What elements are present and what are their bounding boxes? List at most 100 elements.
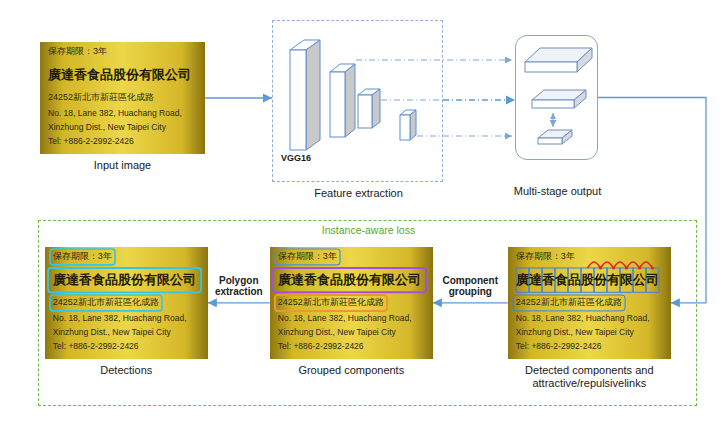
edge-label-wrap: Polygon extraction xyxy=(208,275,270,298)
can-surface xyxy=(270,247,433,359)
detection-polygon xyxy=(48,268,201,292)
component-box xyxy=(513,295,625,311)
label-wrap: 保存期限：3年 xyxy=(48,47,107,57)
label-wrap: No. 18, Lane 382, Huachang Road, xyxy=(53,314,187,323)
label-wrap: Xinzhung Dist., New Taipei City xyxy=(516,328,634,337)
product-text: Tel: +886-2-2992-2426 xyxy=(278,342,364,351)
attractive-link xyxy=(626,262,639,268)
product-text: 廣達香食品股份有限公司 xyxy=(278,273,421,287)
feature-line xyxy=(417,136,512,137)
group-outline xyxy=(275,295,387,311)
product-text: Xinzhung Dist., New Taipei City xyxy=(516,328,634,337)
caption-wrap: Multi-stage output xyxy=(514,185,601,198)
attractive-link xyxy=(613,262,626,268)
product-text: Tel: +886-2-2992-2426 xyxy=(516,342,602,351)
product-text: No. 18, Lane 382, Huachang Road, xyxy=(48,109,182,118)
caption-wrap: Instance-aware loss xyxy=(322,224,415,237)
caption-wrap: Feature extraction xyxy=(314,187,403,200)
label-wrap: Xinzhung Dist., New Taipei City xyxy=(278,328,396,337)
product-text: 24252新北市新莊區化成路 xyxy=(53,298,159,308)
product-text: No. 18, Lane 382, Huachang Road, xyxy=(516,314,650,323)
loss-region: Detections 保存期限：3年廣達香食品股份有限公司 24252新北市新莊區化… xyxy=(38,220,697,406)
product-text: 保存期限：3年 xyxy=(516,252,575,262)
product-text: Xinzhung Dist., New Taipei City xyxy=(53,328,171,337)
feature-box: Feature extractionVGG16 xyxy=(272,20,443,182)
edge-label: Component grouping xyxy=(439,275,501,298)
feature-line xyxy=(356,60,512,61)
photo-panel: Detections保存期限：3年廣達香食品股份有限公司24252新北市新莊區化… xyxy=(45,247,208,359)
photo-panel: Input image保存期限：3年廣達香食品股份有限公司24252新北市新莊區… xyxy=(40,42,205,154)
label-wrap: No. 18, Lane 382, Huachang Road, xyxy=(48,109,182,118)
vgg-block xyxy=(330,64,355,137)
attractive-link xyxy=(600,262,613,268)
caption: Grouped components xyxy=(298,364,404,377)
detection-polygon xyxy=(50,249,115,265)
label-wrap: 保存期限：3年 xyxy=(516,252,575,262)
caption-wrap: Input image xyxy=(94,159,151,172)
vgg-block xyxy=(290,40,320,150)
feature-line xyxy=(381,100,443,101)
product-text: 24252新北市新莊區化成路 xyxy=(48,93,154,103)
photo-panel: Grouped components保存期限：3年廣達香食品股份有限公司2425… xyxy=(270,247,433,359)
product-text: No. 18, Lane 382, Huachang Road, xyxy=(53,314,187,323)
label-wrap: VGG16 xyxy=(281,154,311,164)
label-wrap: 24252新北市新莊區化成路 xyxy=(53,298,159,308)
vgg-block xyxy=(358,89,380,128)
product-text: 廣達香食品股份有限公司 xyxy=(53,273,196,287)
label-wrap: Tel: +886-2-2992-2426 xyxy=(278,342,364,351)
product-text: Tel: +886-2-2992-2426 xyxy=(48,137,134,146)
product-text: 保存期限：3年 xyxy=(53,252,112,262)
can-surface xyxy=(40,42,205,154)
vgg-block xyxy=(400,110,416,140)
label-wrap: 廣達香食品股份有限公司 xyxy=(53,273,196,287)
can-surface xyxy=(45,247,208,359)
output-box: Multi-stage output xyxy=(515,35,598,160)
output-slab xyxy=(525,48,592,72)
photo-panel: Detected components and attractive/repul… xyxy=(508,247,671,359)
label-wrap: 24252新北市新莊區化成路 xyxy=(278,298,384,308)
group-outline xyxy=(273,268,426,292)
label-wrap: Tel: +886-2-2992-2426 xyxy=(48,137,134,146)
label-wrap: 保存期限：3年 xyxy=(278,252,337,262)
edge-label: Polygon extraction xyxy=(208,275,270,298)
region-label: Instance-aware loss xyxy=(322,224,415,237)
product-text: Xinzhung Dist., New Taipei City xyxy=(278,328,396,337)
can-surface xyxy=(508,247,671,359)
attractive-link xyxy=(639,262,652,268)
product-text: 保存期限：3年 xyxy=(278,252,337,262)
label-wrap: Tel: +886-2-2992-2426 xyxy=(516,342,602,351)
caption: Feature extraction xyxy=(314,187,403,200)
flow-arrow xyxy=(205,97,272,98)
product-text: No. 18, Lane 382, Huachang Road, xyxy=(278,314,412,323)
product-text: 廣達香食品股份有限公司 xyxy=(48,68,191,82)
label-wrap: 24252新北市新莊區化成路 xyxy=(48,93,154,103)
stage-link xyxy=(553,113,554,127)
group-outline xyxy=(275,249,340,265)
label-wrap: No. 18, Lane 382, Huachang Road, xyxy=(516,314,650,323)
label-wrap: 24252新北市新莊區化成路 xyxy=(516,298,622,308)
label-wrap: Tel: +886-2-2992-2426 xyxy=(53,342,139,351)
flow-arrow xyxy=(208,302,270,303)
link-end xyxy=(651,266,654,269)
caption: Detected components and attractive/repul… xyxy=(494,364,684,390)
detection-polygon xyxy=(50,295,162,311)
caption: Multi-stage output xyxy=(514,185,601,198)
edge-label-wrap: Component grouping xyxy=(439,275,501,298)
label-wrap: 廣達香食品股份有限公司 xyxy=(516,273,659,287)
caption-wrap: Detections xyxy=(100,364,152,377)
output-slab xyxy=(532,90,586,108)
model-name: VGG16 xyxy=(281,154,311,164)
caption: Input image xyxy=(94,159,151,172)
label-wrap: Xinzhung Dist., New Taipei City xyxy=(53,328,171,337)
caption-wrap: Grouped components xyxy=(298,364,404,377)
label-wrap: 保存期限：3年 xyxy=(53,252,112,262)
label-wrap: 廣達香食品股份有限公司 xyxy=(278,273,421,287)
product-text: Tel: +886-2-2992-2426 xyxy=(53,342,139,351)
caption-wrap: Detected components and attractive/repul… xyxy=(494,364,684,390)
output-slab xyxy=(538,130,572,144)
label-wrap: No. 18, Lane 382, Huachang Road, xyxy=(278,314,412,323)
label-wrap: Xinzhung Dist., New Taipei City xyxy=(48,123,166,132)
caption: Detections xyxy=(100,364,152,377)
product-text: 保存期限：3年 xyxy=(48,47,107,57)
